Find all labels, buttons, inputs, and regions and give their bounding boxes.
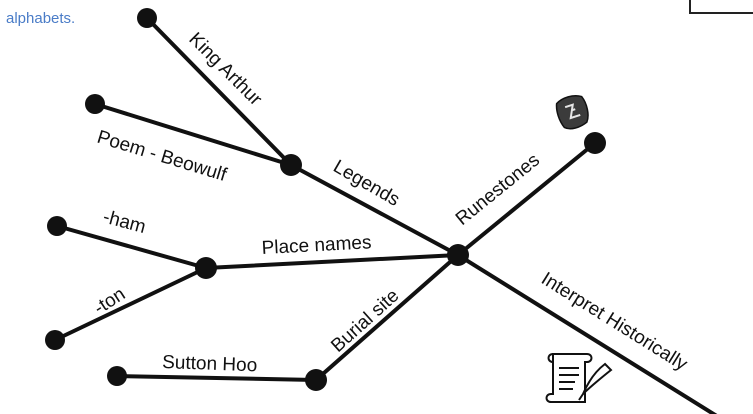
label-place-names: Place names — [261, 232, 372, 259]
node-center — [447, 244, 469, 266]
edge-ham — [55, 224, 208, 270]
edge-ton — [53, 266, 208, 342]
edge-place-names — [204, 253, 460, 270]
edge-legends — [289, 163, 460, 257]
node-legends-hub — [280, 154, 302, 176]
node-place-names-hub — [195, 257, 217, 279]
node-king-arthur-end — [137, 8, 157, 28]
label-legends: Legends — [330, 156, 404, 211]
node-ham-end — [47, 216, 67, 236]
edge-burial-site — [314, 253, 460, 382]
scroll-quill-icon — [545, 353, 613, 403]
label-sutton-hoo: Sutton Hoo — [162, 352, 258, 376]
top-text: alphabets. — [6, 10, 76, 27]
node-ton-end — [45, 330, 65, 350]
label-ton: -ton — [90, 284, 129, 319]
label-runestones: Runestones — [452, 150, 544, 230]
node-poem-end — [85, 94, 105, 114]
label-poem-beowulf: Poem - Beowulf — [95, 127, 230, 187]
label-burial-site: Burial site — [327, 285, 403, 356]
label-ham: -ham — [101, 207, 148, 238]
edge-king-arthur — [145, 16, 293, 167]
edge-interpret-historically — [456, 253, 718, 414]
corner-box — [689, 0, 753, 14]
node-sutton-hoo-end — [107, 366, 127, 386]
edge-runestones — [456, 141, 597, 257]
node-burial-hub — [305, 369, 327, 391]
node-runestones-end — [584, 132, 606, 154]
edge-poem-beowulf — [93, 102, 293, 167]
edge-sutton-hoo — [115, 374, 318, 382]
runestone-icon — [555, 94, 589, 130]
